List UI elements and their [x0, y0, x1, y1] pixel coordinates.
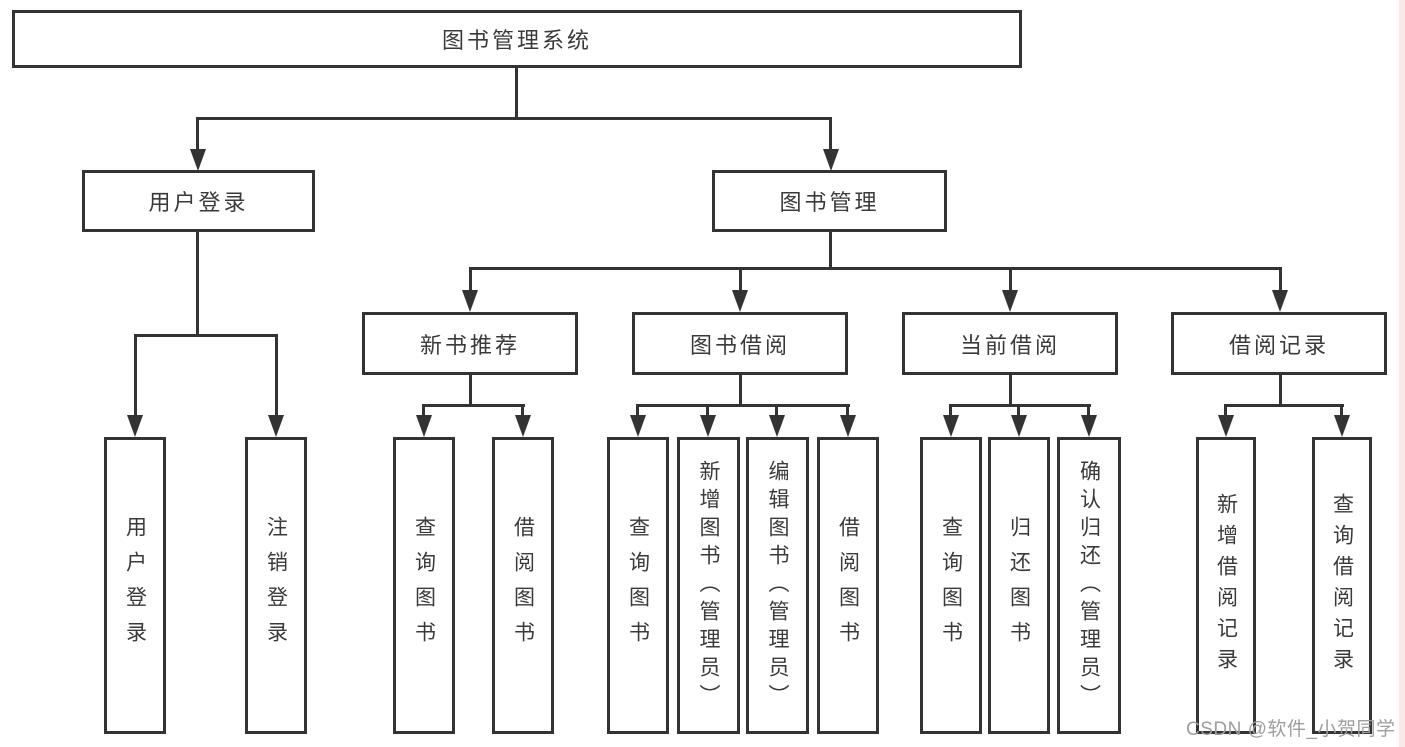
connector-line	[515, 68, 518, 120]
leaf-add-borrow-record: 新增借阅记录	[1196, 437, 1256, 734]
connector-line	[469, 267, 472, 292]
arrow-down-icon	[416, 415, 432, 437]
connector-line	[1087, 404, 1090, 417]
connector-line	[1279, 375, 1282, 406]
leaf-user-login: 用户登录	[104, 437, 166, 734]
arrow-down-icon	[1011, 415, 1027, 437]
arrow-down-icon	[630, 415, 646, 437]
node-book-borrow: 图书借阅	[632, 312, 848, 375]
connector-line	[950, 404, 1091, 407]
arrow-down-icon	[823, 149, 839, 171]
connector-line	[469, 375, 472, 406]
connector-line	[469, 267, 1282, 270]
node-new-book-recommend: 新书推荐	[362, 312, 578, 375]
connector-line	[134, 334, 278, 337]
arrow-down-icon	[769, 415, 785, 437]
arrow-down-icon	[127, 415, 143, 437]
leaf-logout: 注销登录	[245, 437, 307, 734]
connector-line	[949, 404, 952, 417]
connector-line	[196, 117, 832, 120]
arrow-down-icon	[1218, 415, 1234, 437]
arrow-down-icon	[1334, 415, 1350, 437]
connector-line	[521, 404, 524, 417]
leaf-query-books: 查询图书	[393, 437, 455, 734]
leaf-borrow-books: 借阅图书	[817, 437, 879, 734]
connector-line	[1225, 404, 1344, 407]
right-edge-strip	[1399, 0, 1405, 747]
arrow-down-icon	[268, 415, 284, 437]
arrow-down-icon	[190, 149, 206, 171]
connector-line	[775, 404, 778, 417]
connector-line	[1009, 375, 1012, 406]
connector-line	[1279, 267, 1282, 292]
arrow-down-icon	[700, 415, 716, 437]
arrow-down-icon	[732, 290, 748, 312]
leaf-query-borrow-record: 查询借阅记录	[1312, 437, 1372, 734]
leaf-add-book-admin: 新增图书（管理员）	[677, 437, 740, 734]
connector-line	[637, 404, 850, 407]
leaf-query-books: 查询图书	[607, 437, 669, 734]
arrow-down-icon	[1272, 290, 1288, 312]
connector-line	[706, 404, 709, 417]
arrow-down-icon	[943, 415, 959, 437]
leaf-query-books: 查询图书	[920, 437, 982, 734]
node-borrow-records: 借阅记录	[1171, 312, 1387, 375]
leaf-return-books: 归还图书	[988, 437, 1050, 734]
connector-line	[636, 404, 639, 417]
connector-line	[1009, 267, 1012, 292]
connector-line	[846, 404, 849, 417]
connector-line	[829, 117, 832, 152]
connector-line	[1017, 404, 1020, 417]
arrow-down-icon	[462, 290, 478, 312]
leaf-borrow-books: 借阅图书	[492, 437, 554, 734]
connector-line	[196, 117, 199, 152]
connector-line	[134, 334, 137, 415]
node-current-borrow: 当前借阅	[902, 312, 1118, 375]
connector-line	[739, 267, 742, 292]
connector-line	[1340, 404, 1343, 417]
connector-line	[422, 404, 425, 417]
csdn-watermark: CSDN @软件_小贺同学	[1186, 719, 1396, 740]
connector-line	[829, 232, 832, 270]
connector-line	[423, 404, 525, 407]
arrow-down-icon	[1002, 290, 1018, 312]
connector-line	[275, 334, 278, 415]
node-user-login: 用户登录	[82, 170, 315, 232]
leaf-confirm-return-admin: 确认归还（管理员）	[1057, 437, 1121, 734]
connector-line	[196, 232, 199, 336]
connector-line	[1224, 404, 1227, 417]
arrow-down-icon	[1081, 415, 1097, 437]
arrow-down-icon	[515, 415, 531, 437]
connector-line	[739, 375, 742, 406]
node-book-management-system: 图书管理系统	[12, 10, 1022, 68]
leaf-edit-book-admin: 编辑图书（管理员）	[746, 437, 809, 734]
node-book-management: 图书管理	[712, 170, 947, 232]
arrow-down-icon	[840, 415, 856, 437]
